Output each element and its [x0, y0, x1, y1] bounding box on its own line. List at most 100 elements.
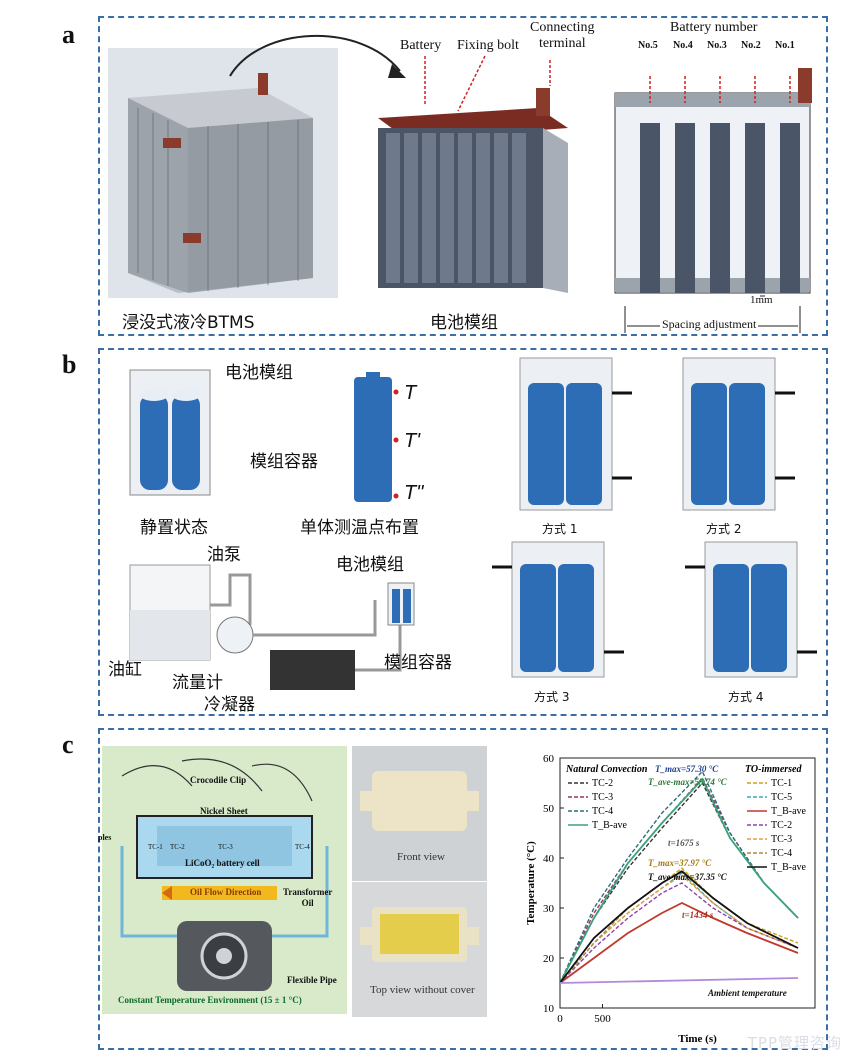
- legend-left-entry: T_B-ave: [592, 820, 628, 831]
- mode-2-render: [682, 357, 795, 511]
- chart-annotation: T_ave-max=37.35 °C: [648, 872, 728, 882]
- flowmeter-label: 流量计: [172, 673, 223, 693]
- y-tick-label: 10: [543, 1003, 555, 1015]
- series-line-3: [559, 777, 799, 984]
- pump-label: 油泵: [207, 545, 241, 565]
- legend-left-entry: TC-2: [592, 778, 613, 789]
- mode-1-render: [519, 357, 632, 511]
- single-cell-render: [354, 372, 399, 502]
- top-view-label: Top view without cover: [370, 984, 475, 996]
- temp-point-3: T": [404, 482, 424, 504]
- x-axis-label: Time (s): [678, 1033, 717, 1045]
- battery-number-no2: No.2: [741, 40, 761, 51]
- battery-cell-label: LiCoO₂ battery cell: [185, 858, 260, 868]
- chart-annotation: t=1434 s: [682, 910, 714, 920]
- mode-1-label: 方式 1: [542, 522, 578, 536]
- legend-right-entry: T_B-ave: [771, 806, 807, 817]
- oil-flow-direction-label: Oil Flow Direction: [190, 887, 262, 897]
- battery-number-no5: No.5: [638, 40, 658, 51]
- battery-label: Battery: [400, 38, 442, 53]
- mode-2-label: 方式 2: [706, 522, 742, 536]
- legend-left-entry: TC-3: [592, 792, 613, 803]
- watermark: TPP管理咨询: [747, 1034, 842, 1052]
- temp-point-2: T': [404, 430, 421, 452]
- panel-b: 电池模组 模组容器 静置状态 T T' T" 单体测温点布置 油泵 电池模组 模…: [98, 348, 828, 716]
- module-container-render: [129, 369, 211, 496]
- static-state-label: 静置状态: [140, 518, 208, 538]
- battery-number-label: Battery number: [670, 20, 758, 35]
- chart-annotation: T_ave-max=55.74 °C: [648, 777, 728, 787]
- module-label: 电池模组: [225, 363, 293, 383]
- legend-left-entry: TC-4: [592, 806, 613, 817]
- flexible-pipe-label: Flexible Pipe: [287, 975, 337, 985]
- caption-immersion-btms: 浸没式液冷BTMS: [122, 313, 255, 333]
- nickel-sheet-label: Nickel Sheet: [200, 806, 248, 816]
- legend-right-entry: TC-2: [771, 820, 792, 831]
- series-line-10: [559, 870, 799, 984]
- y-tick-label: 50: [543, 803, 555, 815]
- y-axis-label: Temperature (°C): [525, 841, 537, 925]
- chart-annotation: T_max=57.30 °C: [655, 764, 719, 774]
- container-label-2: 模组容器: [384, 653, 452, 673]
- battery-number-no3: No.3: [707, 40, 727, 51]
- caption-battery-module: 电池模组: [430, 313, 498, 333]
- battery-number-no1: No.1: [775, 40, 795, 51]
- x-tick-label: 500: [594, 1013, 611, 1025]
- module-label-2: 电池模组: [336, 555, 404, 575]
- tc-label-4: TC-4: [295, 843, 310, 851]
- chart-annotation: t=1675 s: [668, 838, 700, 848]
- legend-right-entry: TC-3: [771, 834, 792, 845]
- arrow-icon: [229, 34, 406, 78]
- panel-b-label: b: [62, 350, 77, 379]
- legend-right-entry: TC-5: [771, 792, 792, 803]
- top-view-photo: [352, 882, 487, 1017]
- mode-4-render: [685, 541, 817, 678]
- chart-annotation: T_max=37.97 °C: [648, 858, 712, 868]
- y-tick-label: 20: [543, 953, 555, 965]
- cooling-loop-diagram: [129, 564, 415, 690]
- temp-point-1: T: [404, 382, 417, 404]
- tc-label-3: TC-3: [218, 843, 233, 851]
- chart-annotation: Ambient temperature: [707, 988, 787, 998]
- environment-label: Constant Temperature Environment (15 ± 1…: [118, 995, 302, 1005]
- fixing-bolt-label: Fixing bolt: [457, 38, 519, 53]
- crocodile-clip-label: Crocodile Clip: [190, 775, 247, 785]
- legend-right-entry: TC-1: [771, 778, 792, 789]
- y-tick-label: 40: [543, 853, 555, 865]
- front-view-label: Front view: [397, 851, 445, 863]
- mode-4-label: 方式 4: [728, 690, 764, 704]
- battery-module-render: [378, 88, 568, 293]
- panel-a: Battery Fixing bolt Connecting terminal …: [98, 16, 828, 336]
- tc-label-1: TC-1: [148, 843, 163, 851]
- spacing-adjustment-label: Spacing adjustment: [660, 317, 759, 332]
- series-line-11: [559, 977, 799, 984]
- x-tick-label: 0: [557, 1013, 563, 1025]
- experiment-schematic: [102, 746, 347, 1014]
- panel-a-label: a: [62, 20, 75, 49]
- y-tick-label: 30: [543, 903, 555, 915]
- front-view-photo: [352, 746, 487, 881]
- immersion-tank-render: [108, 48, 338, 298]
- legend-right-title: TO-immersed: [745, 764, 802, 775]
- mode-3-label: 方式 3: [534, 690, 570, 704]
- label-arrows: [424, 55, 551, 112]
- y-tick-label: 60: [543, 753, 555, 765]
- mode-3-render: [492, 541, 624, 678]
- battery-number-no4: No.4: [673, 40, 693, 51]
- tc-label-2: TC-2: [170, 843, 185, 851]
- single-cell-label: 单体测温点布置: [300, 518, 419, 538]
- condenser-label: 冷凝器: [204, 695, 255, 715]
- legend-right-entry: TC-4: [771, 848, 792, 859]
- battery-schematic: [614, 68, 812, 333]
- oil-tank-label: 油缸: [108, 660, 142, 680]
- panel-c-label: c: [62, 730, 74, 759]
- legend-left-title: Natural Convection: [565, 764, 648, 775]
- gap-label: 1mm: [750, 294, 773, 306]
- pipes-label: ples: [98, 833, 112, 842]
- legend-right-entry: T_B-ave: [771, 862, 807, 873]
- connecting-terminal-label: Connecting terminal: [530, 20, 595, 51]
- series-line-6: [559, 901, 799, 984]
- container-label: 模组容器: [250, 452, 318, 472]
- transformer-oil-label: Transformer Oil: [283, 887, 333, 908]
